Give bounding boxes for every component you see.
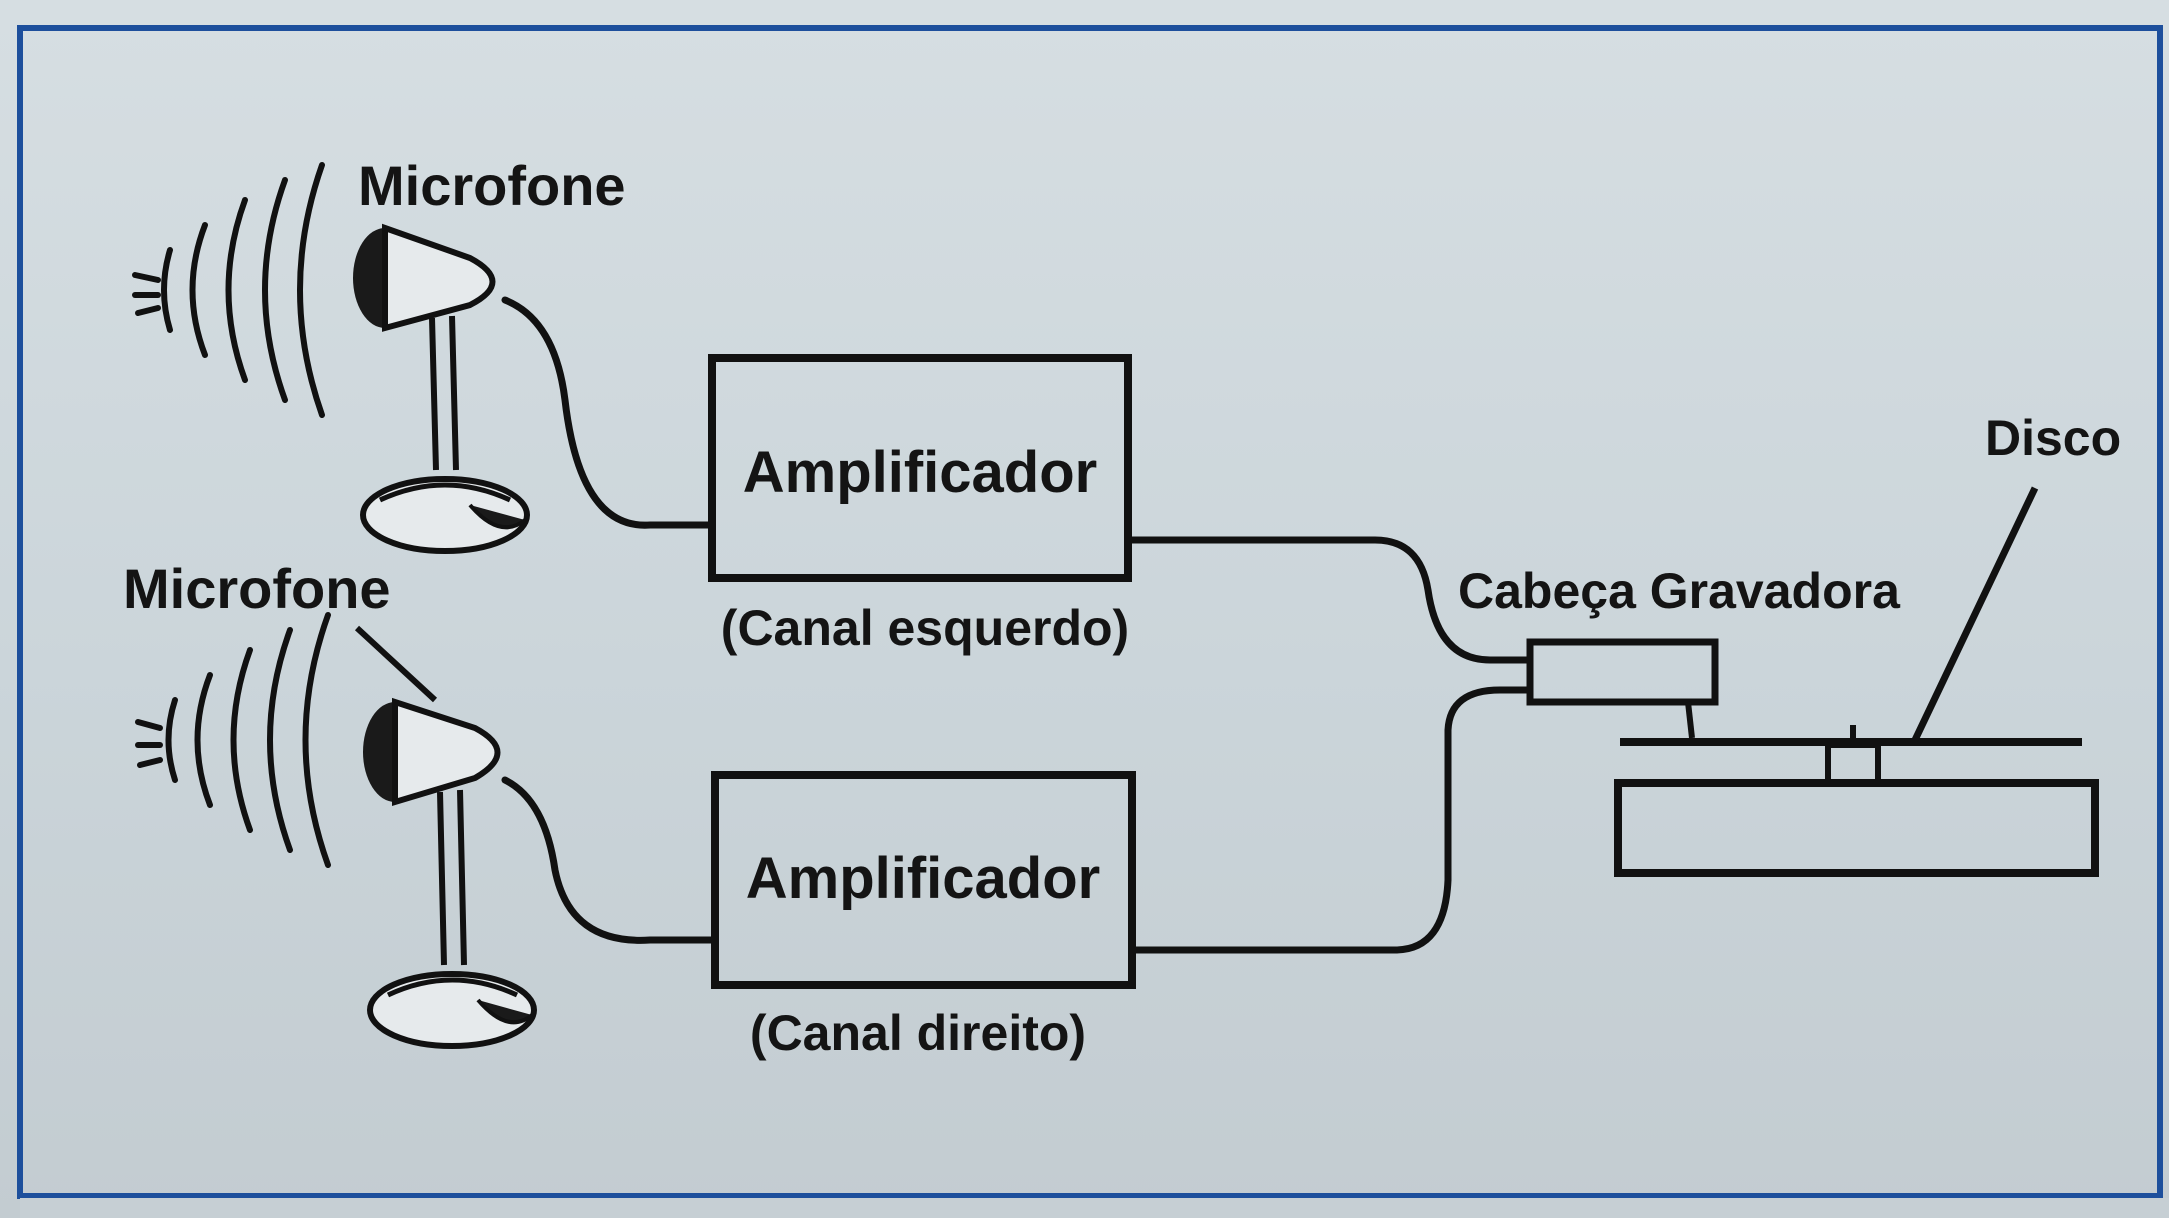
label-amplifier-top: Amplificador <box>743 440 1098 505</box>
microphone-stand-top <box>429 315 459 471</box>
wire-mic-bottom-to-amp-bottom <box>501 776 719 944</box>
recording-head-stylus <box>1685 701 1695 739</box>
microphone-body-bottom <box>392 697 501 807</box>
label-recording-head: Cabeça Gravadora <box>1458 563 1901 619</box>
label-disc: Disco <box>1985 410 2121 466</box>
sound-waves-bottom-icon <box>135 612 331 868</box>
wire-amp-bottom-to-head <box>1128 686 1534 954</box>
microphone-body-top <box>382 223 496 332</box>
label-microphone-bottom: Microfone <box>123 557 391 620</box>
microphone-base-top <box>360 476 530 554</box>
caption-strip <box>20 1198 2169 1218</box>
label-right-channel: (Canal direito) <box>750 1005 1086 1061</box>
amplifier-bottom-box <box>711 771 1136 989</box>
amplifier-top-box <box>708 354 1132 582</box>
microphone-bottom <box>135 612 537 1049</box>
wire-amp-top-to-head <box>1124 536 1534 664</box>
label-amplifier-bottom: Amplificador <box>746 846 1101 911</box>
turntable-spindle <box>1825 742 1881 786</box>
recording-head-box <box>1526 638 1719 706</box>
wire-mic-top-to-amp-top <box>501 296 716 529</box>
turntable-base <box>1614 779 2099 877</box>
microphone-label-pointer <box>354 625 438 703</box>
sound-waves-top-icon <box>132 162 325 418</box>
frame-border <box>17 25 2163 1199</box>
label-left-channel: (Canal esquerdo) <box>721 600 1129 656</box>
microphone-stand-bottom <box>437 789 467 966</box>
microphone-base-bottom <box>367 971 537 1049</box>
label-microphone-top: Microfone <box>358 154 626 217</box>
microphone-top <box>132 162 530 554</box>
disc-label-pointer <box>1911 486 2039 742</box>
